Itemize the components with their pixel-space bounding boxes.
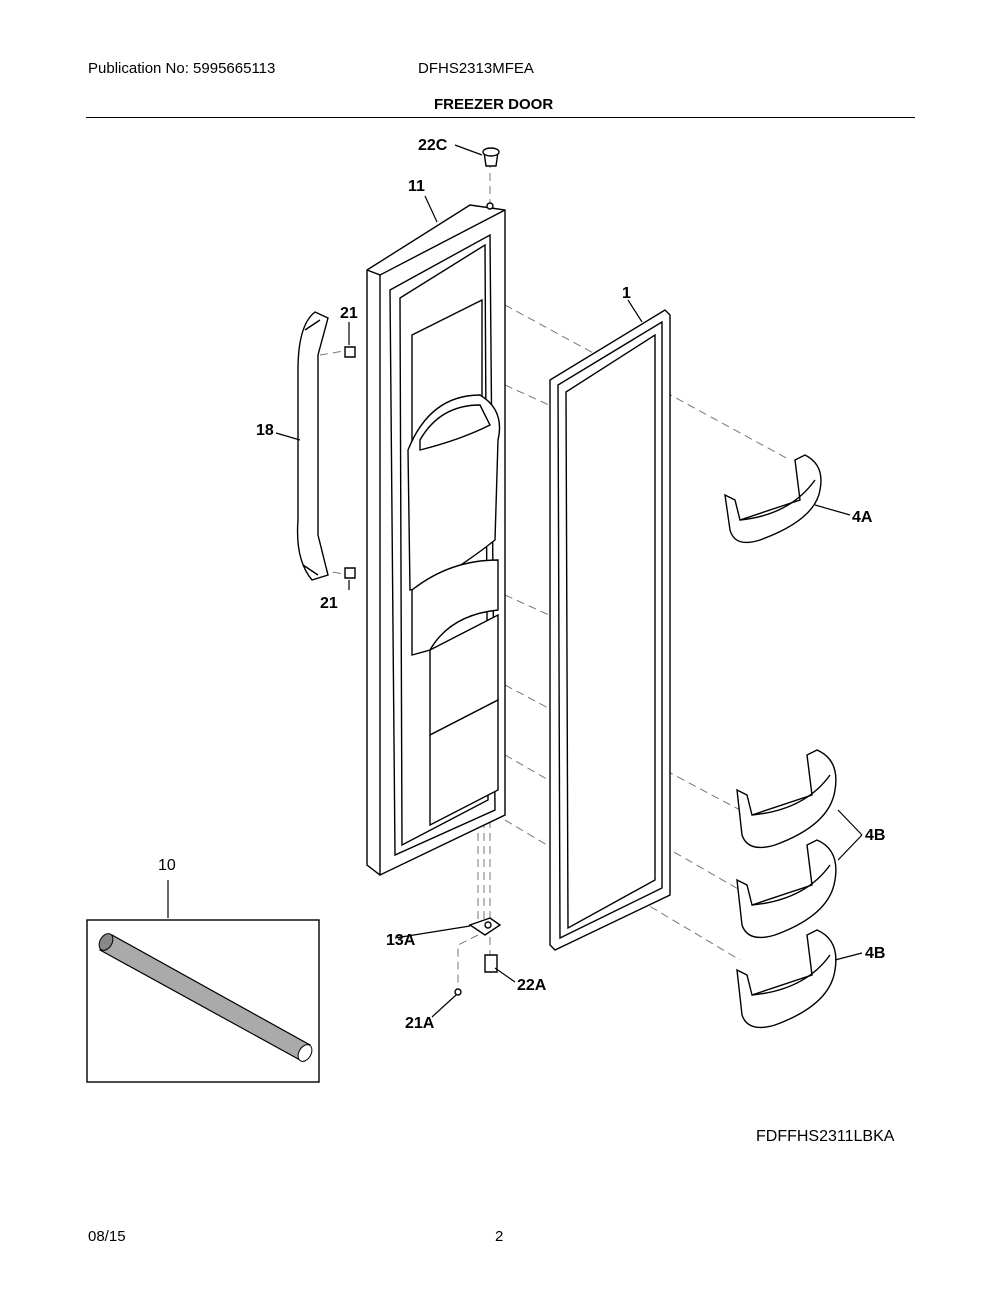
door-bin-4a[interactable] bbox=[724, 454, 822, 544]
callout-4b-pair: 4B bbox=[865, 827, 885, 844]
callout-21-top: 21 bbox=[340, 305, 358, 322]
door-cap-part[interactable] bbox=[482, 147, 500, 167]
callout-22a: 22A bbox=[517, 977, 547, 994]
publication-date: 08/15 bbox=[88, 1228, 126, 1245]
leader-lines bbox=[167, 144, 863, 1018]
door-bin-4b-2[interactable] bbox=[736, 839, 837, 939]
callout-22c: 22C bbox=[418, 137, 448, 154]
callout-11: 11 bbox=[408, 178, 425, 195]
hinge-part[interactable] bbox=[468, 917, 502, 936]
callout-18: 18 bbox=[256, 422, 274, 439]
handle-screw-bottom[interactable] bbox=[344, 567, 356, 579]
header-divider bbox=[86, 117, 915, 118]
callout-4a: 4A bbox=[852, 509, 873, 526]
publication-number: Publication No: 5995665113 bbox=[88, 60, 276, 77]
page-number: 2 bbox=[495, 1228, 504, 1245]
figure-code: FDFFHS2311LBKA bbox=[756, 1128, 895, 1145]
callout-4b-single: 4B bbox=[865, 945, 885, 962]
callout-13a: 13A bbox=[386, 932, 416, 949]
hinge-screw-part[interactable] bbox=[454, 988, 462, 996]
callout-21a: 21A bbox=[405, 1015, 435, 1032]
door-bin-4b-1[interactable] bbox=[736, 749, 837, 849]
hinge-bushing-part[interactable] bbox=[484, 954, 498, 973]
door-gasket-part[interactable] bbox=[549, 309, 671, 951]
door-bin-4b-3[interactable] bbox=[736, 929, 837, 1029]
freezer-door-part[interactable] bbox=[366, 202, 506, 876]
model-number: DFHS2313MFEA bbox=[418, 60, 534, 77]
callout-10: 10 bbox=[158, 857, 176, 874]
tube-box bbox=[86, 919, 320, 1083]
tube-part[interactable] bbox=[96, 931, 314, 1064]
page-title: FREEZER DOOR bbox=[434, 96, 554, 113]
door-handle-part[interactable] bbox=[296, 311, 329, 581]
callout-1: 1 bbox=[622, 285, 631, 302]
callout-21-bottom: 21 bbox=[320, 595, 338, 612]
handle-screw-top[interactable] bbox=[344, 346, 356, 358]
